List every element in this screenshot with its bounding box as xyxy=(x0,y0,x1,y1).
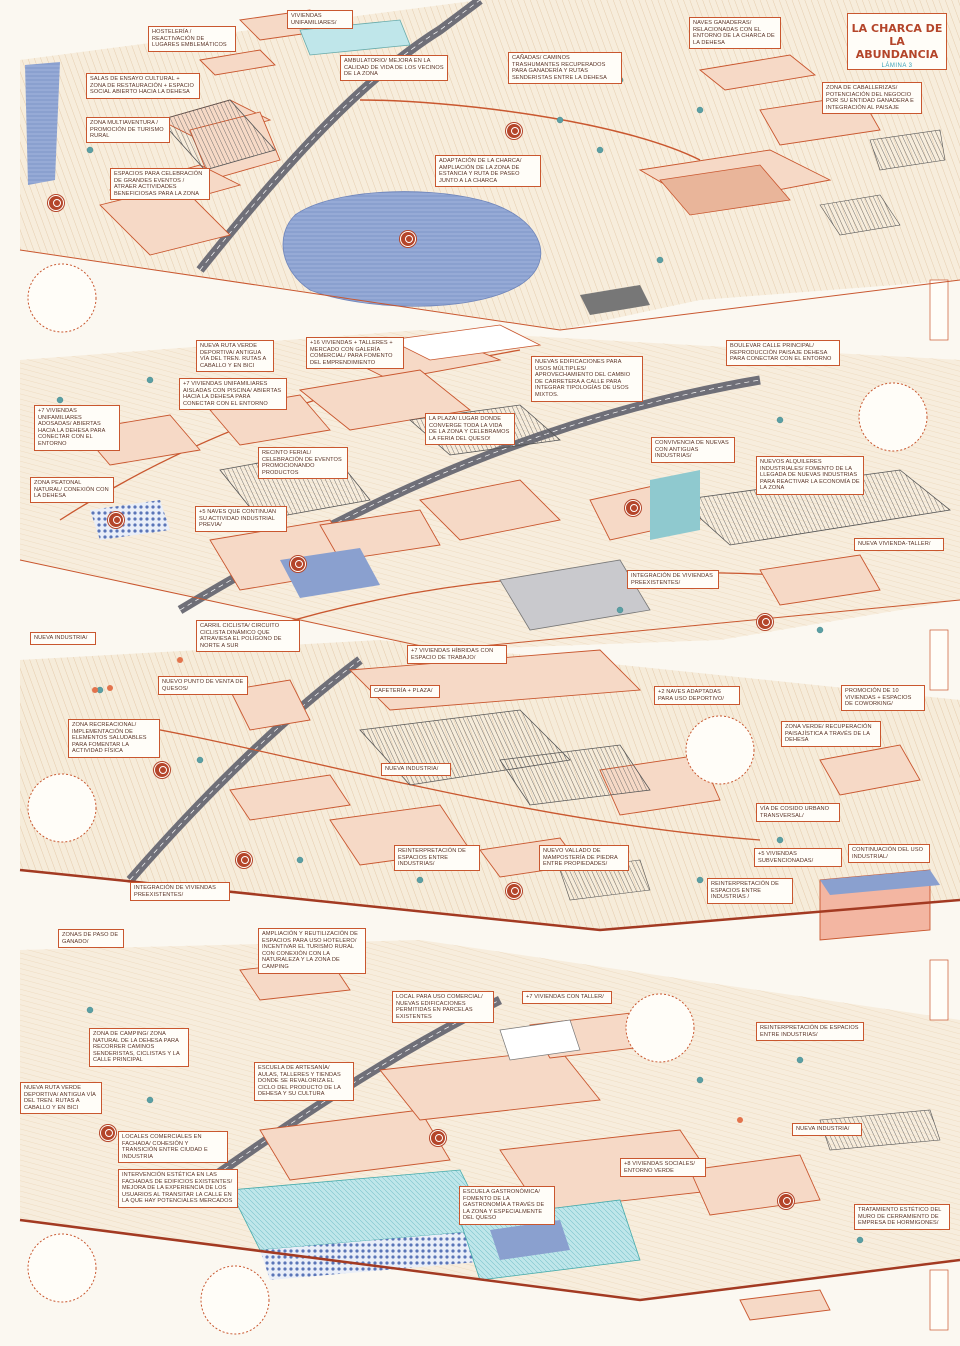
pin-icon xyxy=(154,762,170,778)
label-zona-peatonal: ZONA PEATONAL NATURAL/ CONEXIÓN CON LA D… xyxy=(30,477,114,503)
label-adaptacion-charca: ADAPTACIÓN DE LA CHARCA/ AMPLIACIÓN DE L… xyxy=(435,155,541,188)
layer-4-terrain xyxy=(20,940,960,1321)
label-zona-verde: ZONA VERDE/ RECUPERACIÓN PAISAJÍSTICA A … xyxy=(781,721,881,747)
label-carril-ciclista: CARRIL CICLISTA/ CIRCUITO CICLISTA DINÁM… xyxy=(196,620,300,653)
label-nueva-industria-1: NUEVA INDUSTRIA/ xyxy=(30,632,96,645)
label-nueva-vivienda-taller: NUEVA VIVIENDA-TALLER/ xyxy=(854,538,944,551)
label-promocion-10-viviendas: PROMOCIÓN DE 10 VIVIENDAS + ESPACIOS DE … xyxy=(841,685,925,711)
label-7-viviendas-aisladas: +7 VIVIENDAS UNIFAMILIARES AISLADAS CON … xyxy=(179,378,287,411)
label-nueva-ruta-verde-2: NUEVA RUTA VERDE DEPORTIVA/ ANTIGUA VÍA … xyxy=(20,1082,102,1115)
label-reinterpretacion-3: REINTERPRETACIÓN DE ESPACIOS ENTRE INDUS… xyxy=(756,1022,864,1042)
title-line-1: LA CHARCA DE xyxy=(851,22,943,35)
layer-3-terrain xyxy=(20,640,960,941)
label-espacios-celebracion: ESPACIOS PARA CELEBRACIÓN DE GRANDES EVE… xyxy=(110,168,210,201)
pin-icon xyxy=(778,1193,794,1209)
label-16-viviendas: +16 VIVIENDAS + TALLERES + MERCADO CON G… xyxy=(306,337,404,370)
label-boulevar: BOULEVAR CALLE PRINCIPAL/ REPRODUCCIÓN P… xyxy=(726,340,840,366)
title-line-2: LA ABUNDANCIA xyxy=(855,35,939,61)
label-escuela-gastronomica: ESCUELA GASTRONÓMICA/ FOMENTO DE LA GAST… xyxy=(459,1186,555,1225)
label-ambulatorio: AMBULATORIO/ MEJORA EN LA CALIDAD DE VID… xyxy=(340,55,448,81)
label-zona-multiaventura: ZONA MULTIAVENTURA / PROMOCIÓN DE TURISM… xyxy=(86,117,170,143)
label-canadas: CAÑADAS/ CAMINOS TRASHUMANTES RECUPERADO… xyxy=(508,52,622,85)
label-5-naves: +5 NAVES QUE CONTINUAN SU ACTIVIDAD INDU… xyxy=(195,506,287,532)
label-viviendas-hibridas: +7 VIVIENDAS HÍBRIDAS CON ESPACIO DE TRA… xyxy=(407,645,507,665)
label-intervencion-estetica: INTERVENCIÓN ESTÉTICA EN LAS FACHADAS DE… xyxy=(118,1169,238,1208)
label-reinterpretacion-1: REINTERPRETACIÓN DE ESPACIOS ENTRE INDUS… xyxy=(394,845,480,871)
pin-icon xyxy=(506,883,522,899)
label-zonas-paso-ganado: ZONAS DE PASO DE GANADO/ xyxy=(58,929,124,949)
label-continuacion-uso-industrial: CONTINUACIÓN DEL USO INDUSTRIAL/ xyxy=(848,844,930,864)
label-8-viviendas-sociales: +8 VIVIENDAS SOCIALES/ ENTORNO VERDE xyxy=(620,1158,706,1178)
label-5-viviendas-subvencionadas: +5 VIVIENDAS SUBVENCIONADAS/ xyxy=(754,848,842,868)
label-convivencia: CONVIVENCIA DE NUEVAS CON ANTIGUAS INDUS… xyxy=(651,437,735,463)
pin-icon xyxy=(506,123,522,139)
label-punto-venta-quesos: NUEVO PUNTO DE VENTA DE QUESOS/ xyxy=(158,676,248,696)
label-reinterpretacion-2: REINTERPRETACIÓN DE ESPACIOS ENTRE INDUS… xyxy=(707,878,793,904)
label-via-cosido: VÍA DE COSIDO URBANO TRANSVERSAL/ xyxy=(756,803,840,823)
label-zona-recreacional: ZONA RECREACIONAL/ IMPLEMENTACIÓN DE ELE… xyxy=(68,719,160,758)
label-local-comercial: LOCAL PARA USO COMERCIAL/ NUEVAS EDIFICA… xyxy=(392,991,494,1024)
label-locales-comerciales: LOCALES COMERCIALES EN FACHADA/ COHESIÓN… xyxy=(118,1131,228,1164)
pin-icon xyxy=(430,1130,446,1146)
pin-icon xyxy=(757,614,773,630)
label-naves-ganaderas: NAVES GANADERAS/ RELACIONADAS CON EL ENT… xyxy=(689,17,781,50)
label-2-naves-deportivo: +2 NAVES ADAPTADAS PARA USO DEPORTIVO/ xyxy=(654,686,740,706)
pin-icon xyxy=(48,195,64,211)
pin-icon xyxy=(108,512,124,528)
label-integracion-viviendas-2: INTEGRACIÓN DE VIVIENDAS PREEXISTENTES/ xyxy=(130,882,230,902)
label-salas-ensayo: SALAS DE ENSAYO CULTURAL + ZONA DE RESTA… xyxy=(86,73,200,99)
label-la-plaza: LA PLAZA/ LUGAR DONDE CONVERGE TODA LA V… xyxy=(425,413,515,446)
label-escuela-artesania: ESCUELA DE ARTESANÍA/ AULAS, TALLERES Y … xyxy=(254,1062,354,1101)
label-nuevos-alquileres: NUEVOS ALQUILERES INDUSTRIALES/ FOMENTO … xyxy=(756,456,864,495)
pin-icon xyxy=(625,500,641,516)
pin-icon xyxy=(290,556,306,572)
label-nuevas-edificaciones: NUEVAS EDIFICACIONES PARA USOS MÚLTIPLES… xyxy=(531,356,643,402)
label-ampliacion-hotelero: AMPLIACIÓN Y REUTILIZACIÓN DE ESPACIOS P… xyxy=(258,928,366,974)
label-nueva-industria-2: NUEVA INDUSTRIA/ xyxy=(381,763,451,776)
label-recinto-ferial: RECINTO FERIAL/ CELEBRACIÓN DE EVENTOS P… xyxy=(258,447,348,480)
pin-icon xyxy=(236,852,252,868)
label-7-viviendas-adosadas: +7 VIVIENDAS UNIFAMILIARES ADOSADAS/ ABI… xyxy=(34,405,120,451)
label-nueva-industria-3: NUEVA INDUSTRIA/ xyxy=(792,1123,862,1136)
label-7-viviendas-taller: +7 VIVIENDAS CON TALLER/ xyxy=(522,991,612,1004)
sheet-number: LÁMINA 3 xyxy=(881,63,913,69)
label-zona-camping: ZONA DE CAMPING/ ZONA NATURAL DE LA DEHE… xyxy=(89,1028,189,1067)
label-tratamiento-muro: TRATAMIENTO ESTÉTICO DEL MURO DE CERRAMI… xyxy=(854,1204,950,1230)
pin-icon xyxy=(100,1125,116,1141)
label-zona-caballerizas: ZONA DE CABALLERIZAS/ POTENCIACIÓN DEL N… xyxy=(822,82,922,115)
label-nuevo-vallado: NUEVO VALLADO DE MAMPOSTERÍA DE PIEDRA E… xyxy=(539,845,629,871)
label-viviendas-unifamiliares: VIVIENDAS UNIFAMILIARES/ xyxy=(287,10,353,30)
sheet-title-box: LA CHARCA DE LA ABUNDANCIA LÁMINA 3 xyxy=(847,13,947,70)
pin-icon xyxy=(400,231,416,247)
label-hosteleria: HOSTELERÍA / REACTIVACIÓN DE LUGARES EMB… xyxy=(148,26,236,52)
label-nueva-ruta-verde-1: NUEVA RUTA VERDE DEPORTIVA/ ANTIGUA VÍA … xyxy=(196,340,274,373)
label-cafeteria-plaza: CAFETERÍA + PLAZA/ xyxy=(370,685,440,698)
label-integracion-viviendas-1: INTEGRACIÓN DE VIVIENDAS PREEXISTENTES/ xyxy=(627,570,719,590)
